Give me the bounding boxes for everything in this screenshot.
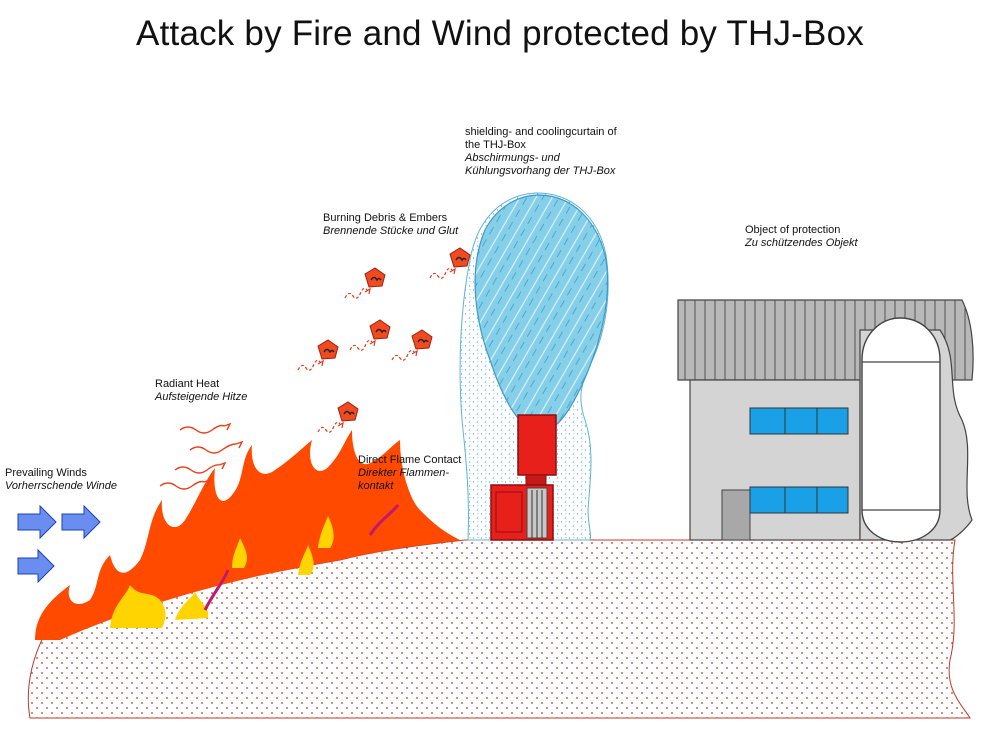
label-curtain-en2: the THJ-Box [465,139,526,151]
heat-wave-icon [159,422,244,490]
ember [429,247,471,279]
label-debris-en: Burning Debris & Embers [323,212,448,224]
label-object-de: Zu schützendes Objekt [745,237,858,249]
tank-icon [859,317,973,543]
page-title: Attack by Fire and Wind protected by THJ… [136,14,864,53]
label-object: Object of protection Zu schützendes Obje… [745,224,858,250]
label-direct-flame: Direct Flame Contact Direkter Flammen- k… [358,454,461,493]
label-winds-en: Prevailing Winds [5,467,87,479]
label-flame-de2: kontakt [358,480,394,492]
ember [391,329,433,361]
label-prevailing-winds: Prevailing Winds Vorherrschende Winde [5,467,117,493]
label-heat-en: Radiant Heat [155,378,220,390]
label-heat-de: Aufsteigende Hitze [155,391,248,403]
thj-box-icon [490,414,557,541]
ember [349,319,391,351]
wind-arrow-icon [17,504,101,584]
label-flame-de1: Direkter Flammen- [358,467,450,479]
ember [317,401,359,433]
label-object-en: Object of protection [745,224,841,236]
label-curtain-en1: shielding- and coolingcurtain of [465,126,617,138]
ember [344,267,386,299]
label-curtain-de1: Abschirmungs- und [465,152,560,164]
label-flame-en: Direct Flame Contact [358,454,462,466]
water-curtain-icon [459,192,609,541]
label-winds-de: Vorherrschende Winde [5,480,117,492]
label-burning-debris: Burning Debris & Embers Brennende Stücke… [323,212,458,238]
ember [297,339,339,371]
flame-icon [35,430,460,640]
label-curtain-de2: Kühlungsvorhang der THJ-Box [465,165,616,177]
label-radiant-heat: Radiant Heat Aufsteigende Hitze [155,378,247,404]
label-debris-de: Brennende Stücke und Glut [323,225,459,237]
label-curtain: shielding- and coolingcurtain of the THJ… [465,126,617,178]
ember-icon [297,247,471,433]
